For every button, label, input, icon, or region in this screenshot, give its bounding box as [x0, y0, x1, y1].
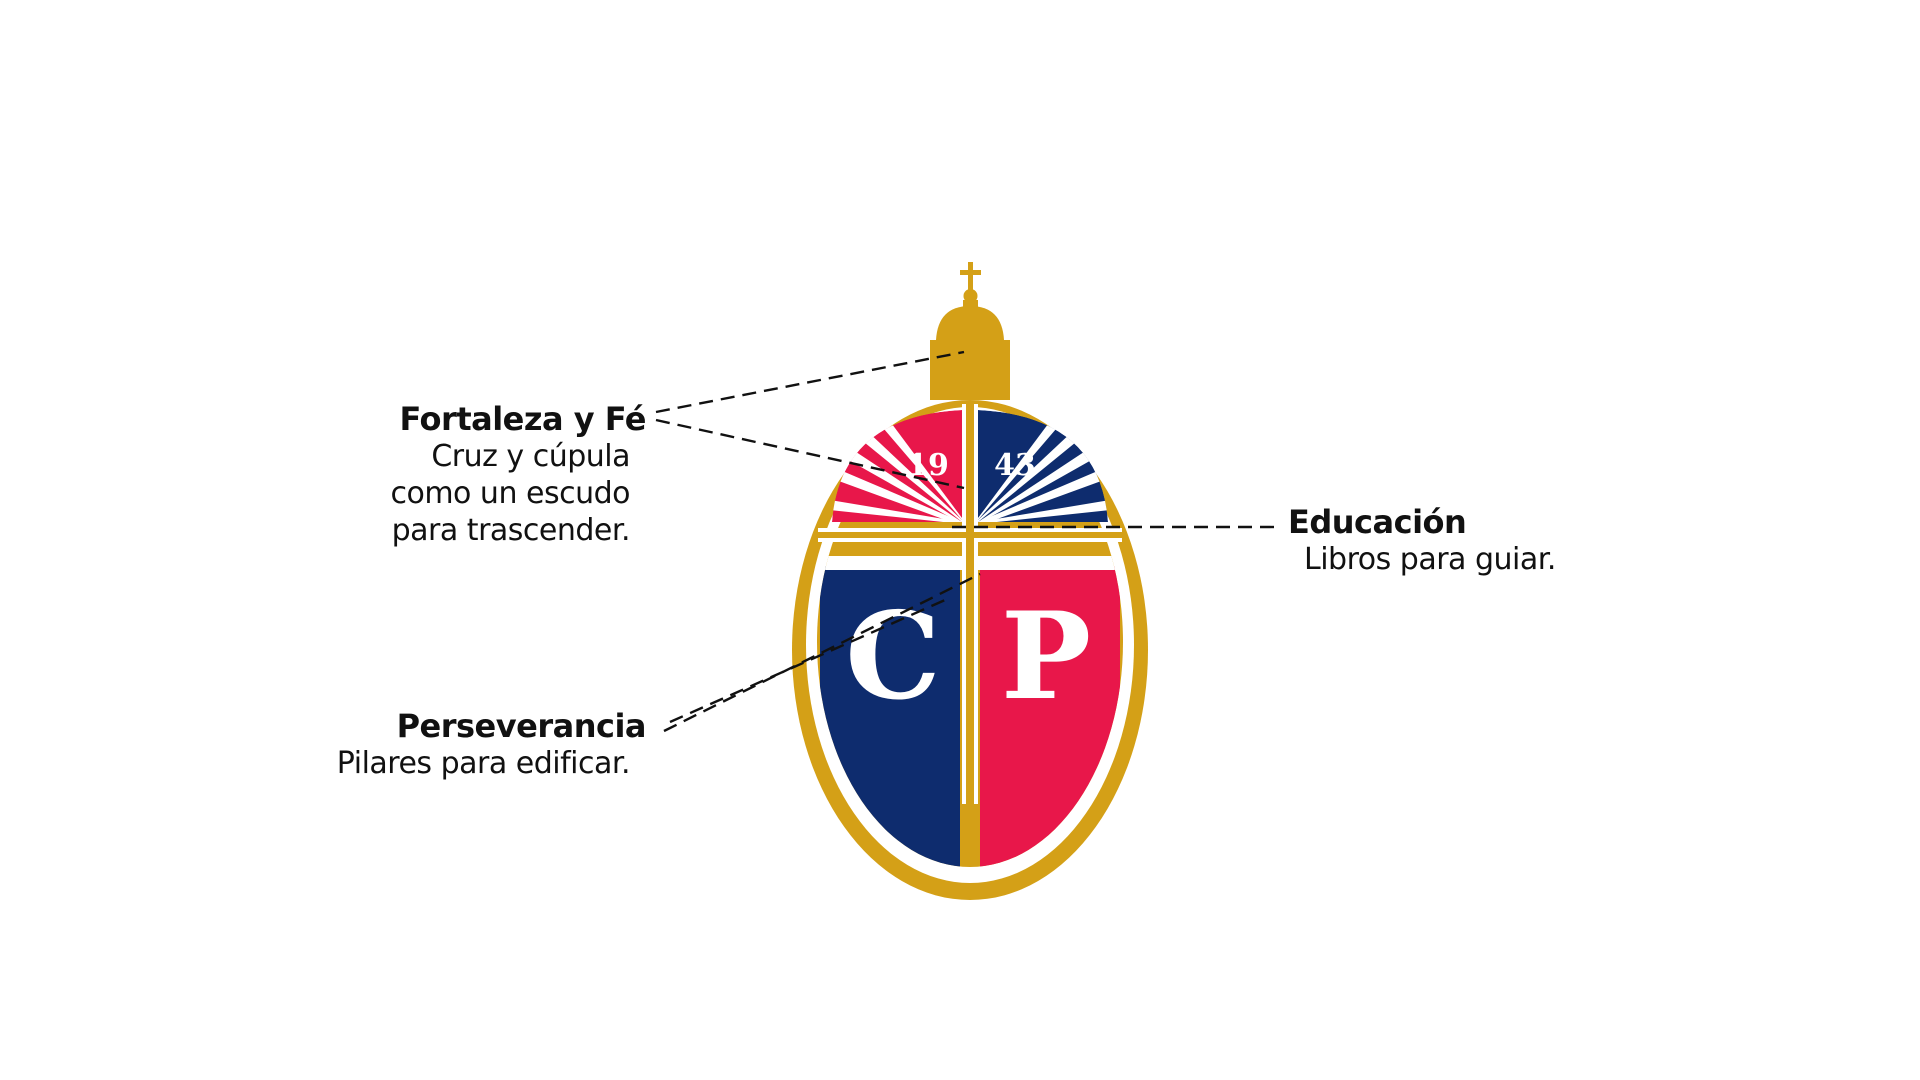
year-right-label: 43 — [994, 448, 1036, 483]
book-rays-right-icon — [978, 416, 1108, 522]
letter-c-label: C — [845, 586, 941, 727]
lower-quadrants — [820, 556, 1120, 867]
leader-fortaleza-lower — [655, 418, 965, 490]
annotation-description: Pilares para edificar. — [336, 746, 631, 781]
annotation-title: Educación — [1288, 503, 1467, 541]
annotation-fortaleza: Fortaleza y Fé Cruz y cúpula como un esc… — [300, 400, 646, 549]
finial-cross-icon — [960, 262, 981, 308]
leader-lines — [655, 350, 1276, 733]
letter-p-label: P — [1001, 586, 1091, 727]
annotation-educacion: Educación Libros para guiar. — [1288, 503, 1688, 578]
leader-perseverancia-1 — [663, 572, 981, 733]
leader-perseverancia-2 — [669, 598, 946, 724]
annotation-title: Perseverancia — [396, 707, 647, 745]
annotation-perseverancia: Perseverancia Pilares para edificar. — [250, 707, 647, 782]
annotation-description: Libros para guiar. — [1304, 542, 1556, 577]
annotation-description: Cruz y cúpula como un escudo para trasce… — [390, 439, 630, 548]
year-left-label: 19 — [907, 448, 949, 483]
leader-fortaleza-upper — [655, 350, 965, 414]
annotation-title: Fortaleza y Fé — [399, 400, 646, 438]
